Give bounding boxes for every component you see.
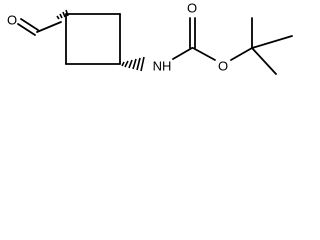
hash-line <box>132 58 137 70</box>
hash-line <box>140 56 145 72</box>
hash-line <box>56 15 60 20</box>
aldehyde-to-ring-bond <box>36 21 62 33</box>
hash-line <box>65 9 69 17</box>
aldehyde-double-bond-a <box>17 23 36 36</box>
cyclobutane-ring <box>65 13 121 65</box>
tbutyl-methyl-right <box>251 35 293 49</box>
aldehyde-group: O <box>7 13 62 36</box>
hash-line <box>124 60 129 68</box>
carbonyl-to-ester-oxygen-bond <box>192 47 216 61</box>
hash-line <box>62 11 66 18</box>
molecule-drawing: O NH <box>7 1 293 75</box>
tert-butyl-group <box>251 17 293 75</box>
carbonyl-group: O <box>187 1 197 49</box>
ester-oxygen-to-tbutyl-bond <box>230 47 253 61</box>
hashed-wedge-left <box>56 9 69 20</box>
amide-nitrogen-label: NH <box>153 59 172 74</box>
aldehyde-double-bond-b <box>20 18 39 31</box>
nitrogen-to-carbonyl-bond <box>172 47 193 60</box>
aldehyde-oxygen-label: O <box>7 13 17 28</box>
hashed-wedge-right <box>121 56 145 72</box>
hash-line <box>128 59 133 69</box>
hash-line <box>59 13 63 19</box>
ester-oxygen-label: O <box>218 59 228 74</box>
tbutyl-methyl-down <box>251 47 277 75</box>
hash-line <box>121 61 125 67</box>
structure-canvas: O NH <box>0 0 302 92</box>
carbonyl-oxygen-label: O <box>187 1 197 16</box>
hash-line <box>136 57 141 71</box>
